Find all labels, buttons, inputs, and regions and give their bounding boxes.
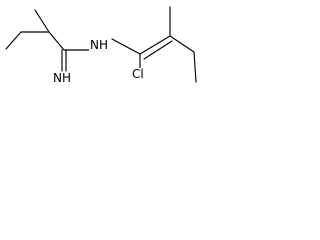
chlorine-label: Cl <box>131 67 145 81</box>
bond-vinyl-c-vinyl-c2-b <box>143 40 173 60</box>
bond-ch-methyl <box>34 9 50 33</box>
bond-ch2-ch3 <box>193 51 197 83</box>
bond-amine-n-vinyl-c <box>111 38 141 55</box>
amine-nh-label: NH <box>89 38 109 52</box>
bond-vinyl-c-vinyl-c2-a <box>139 35 171 55</box>
molecule-structure <box>5 6 197 83</box>
imine-nh-label: NH <box>52 71 72 85</box>
bond-vinyl-c2-ch2 <box>169 35 195 53</box>
bond-ch-amidine-c <box>48 31 65 51</box>
bond-ethyl-ch3-ch2 <box>5 31 22 50</box>
